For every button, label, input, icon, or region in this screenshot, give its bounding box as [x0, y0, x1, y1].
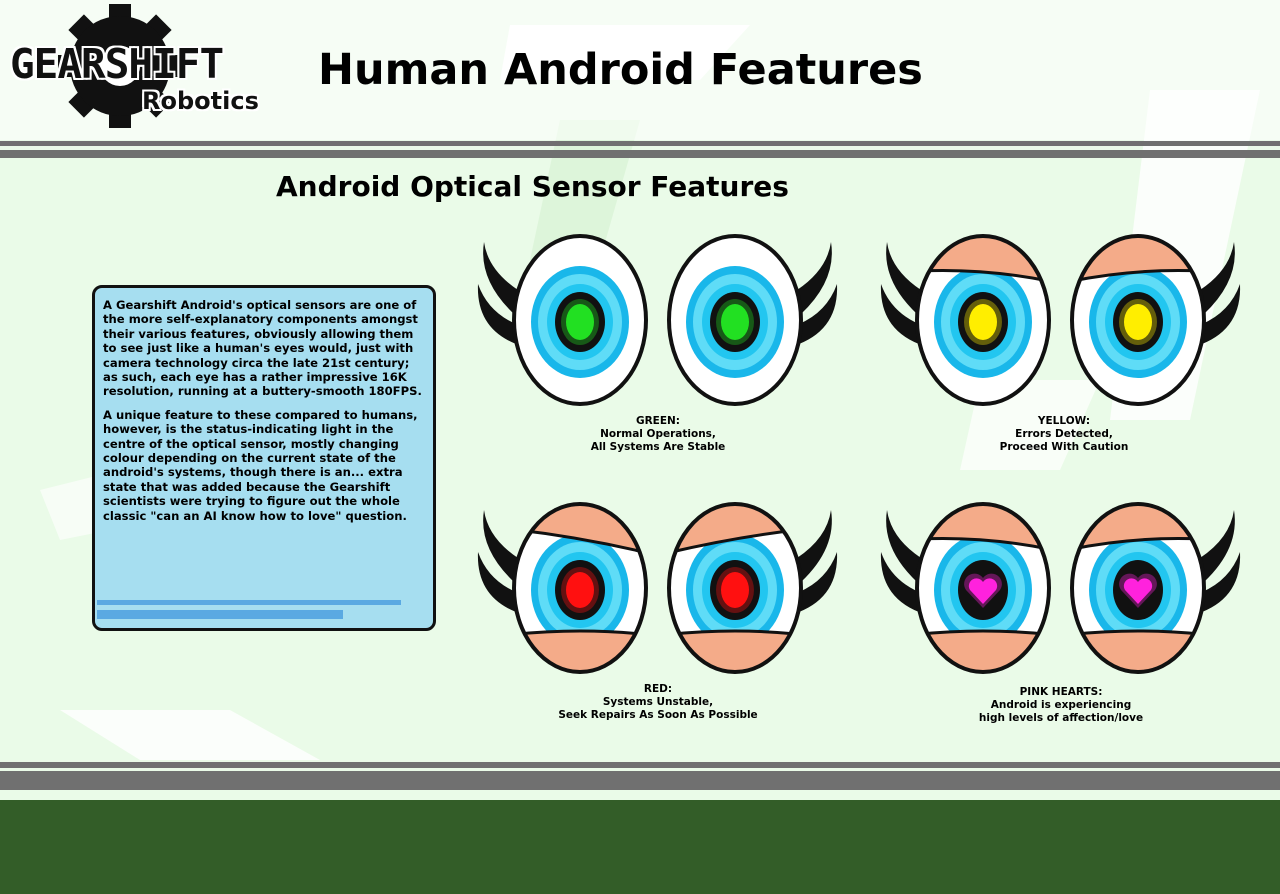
decorative-bar [97, 610, 343, 619]
caption-line: Seek Repairs As Soon As Possible [558, 709, 758, 721]
iris-group [934, 266, 1032, 378]
upper-eyelid [917, 236, 1049, 286]
eye-outline [512, 234, 648, 406]
header-band [0, 0, 1280, 140]
header-stripe [0, 141, 1280, 146]
eye-outline [1070, 234, 1206, 406]
eyelash-icon [880, 552, 919, 612]
eye-outline [667, 502, 803, 674]
status-light [1124, 304, 1152, 340]
eyelash-icon [797, 510, 832, 582]
upper-eyelid [917, 504, 1049, 554]
eyelash-icon [797, 242, 832, 314]
caption-line: All Systems Are Stable [590, 441, 726, 453]
left-eye [880, 502, 1051, 674]
eyelash-icon [477, 284, 516, 344]
page-title: Human Android Features [318, 45, 923, 95]
caption-label: YELLOW: [1037, 415, 1091, 427]
eyelash-icon [483, 510, 518, 582]
right-eye [1070, 234, 1241, 406]
caption-line: Errors Detected, [1015, 428, 1113, 440]
gear-logo-icon [58, 4, 182, 128]
header-stripe [0, 150, 1280, 158]
description-paragraph: A unique feature to these compared to hu… [103, 407, 418, 523]
decorative-bar [97, 600, 401, 605]
status-light [721, 572, 749, 608]
caption-line: Normal Operations, [600, 428, 716, 440]
description-paragraph: A Gearshift Android's optical sensors ar… [103, 298, 422, 399]
iris-group [686, 534, 784, 646]
eyelash-icon [1200, 242, 1235, 314]
eyelash-icon [799, 284, 838, 344]
eye-pair-yellow [880, 234, 1241, 406]
bg-shape [60, 710, 320, 760]
caption-line: Systems Unstable, [602, 696, 714, 708]
section-title: Android Optical Sensor Features [276, 170, 789, 203]
iris-group [531, 534, 629, 646]
description-panel: A Gearshift Android's optical sensors ar… [92, 285, 436, 631]
right-eye [1070, 502, 1241, 674]
iris-group [531, 266, 629, 378]
status-light [566, 304, 594, 340]
caption-line: Proceed With Caution [999, 441, 1129, 453]
status-light [969, 304, 997, 340]
eyelash-icon [1200, 510, 1235, 582]
heart-light-icon [1123, 578, 1153, 604]
upper-eyelid [1072, 236, 1204, 286]
caption-label: RED: [643, 683, 673, 695]
iris-group [934, 534, 1032, 646]
caption-green: GREEN: Normal Operations, All Systems Ar… [538, 415, 778, 454]
caption-yellow: YELLOW: Errors Detected, Proceed With Ca… [944, 415, 1184, 454]
upper-eyelid [1072, 504, 1204, 554]
logo-wordmark: GEARSHIFT [10, 40, 224, 88]
eyelash-icon [799, 552, 838, 612]
status-light [721, 304, 749, 340]
caption-line: Android is experiencing [990, 699, 1132, 711]
eye-outline [915, 234, 1051, 406]
iris-group [1089, 534, 1187, 646]
iris-group [686, 266, 784, 378]
heart-light-icon [968, 578, 998, 604]
eyelash-icon [886, 510, 921, 582]
left-eye [880, 234, 1051, 406]
eye-outline [915, 502, 1051, 674]
right-eye [667, 234, 838, 406]
footer-stripe [0, 762, 1280, 768]
right-eye [667, 502, 838, 674]
eye-pair-pinkhearts [880, 502, 1241, 674]
iris-group [1089, 266, 1187, 378]
footer-stripe [0, 771, 1280, 790]
eyelash-icon [1202, 284, 1241, 344]
eyelash-icon [880, 284, 919, 344]
status-light [566, 572, 594, 608]
eye-outline [667, 234, 803, 406]
footer-band [0, 800, 1280, 894]
eyelash-icon [1202, 552, 1241, 612]
caption-label: PINK HEARTS: [1019, 686, 1103, 698]
caption-red: RED: Systems Unstable, Seek Repairs As S… [518, 683, 798, 722]
left-eye [477, 234, 648, 406]
eyelash-icon [886, 242, 921, 314]
caption-line: high levels of affection/love [978, 712, 1144, 724]
eyelash-icon [483, 242, 518, 314]
eye-outline [512, 502, 648, 674]
caption-pink-hearts: PINK HEARTS: Android is experiencing hig… [934, 686, 1188, 725]
eyelash-icon [477, 552, 516, 612]
eye-outline [1070, 502, 1206, 674]
caption-label: GREEN: [635, 415, 681, 427]
logo-subtitle: Robotics [142, 87, 259, 115]
eye-pair-green [477, 234, 838, 406]
